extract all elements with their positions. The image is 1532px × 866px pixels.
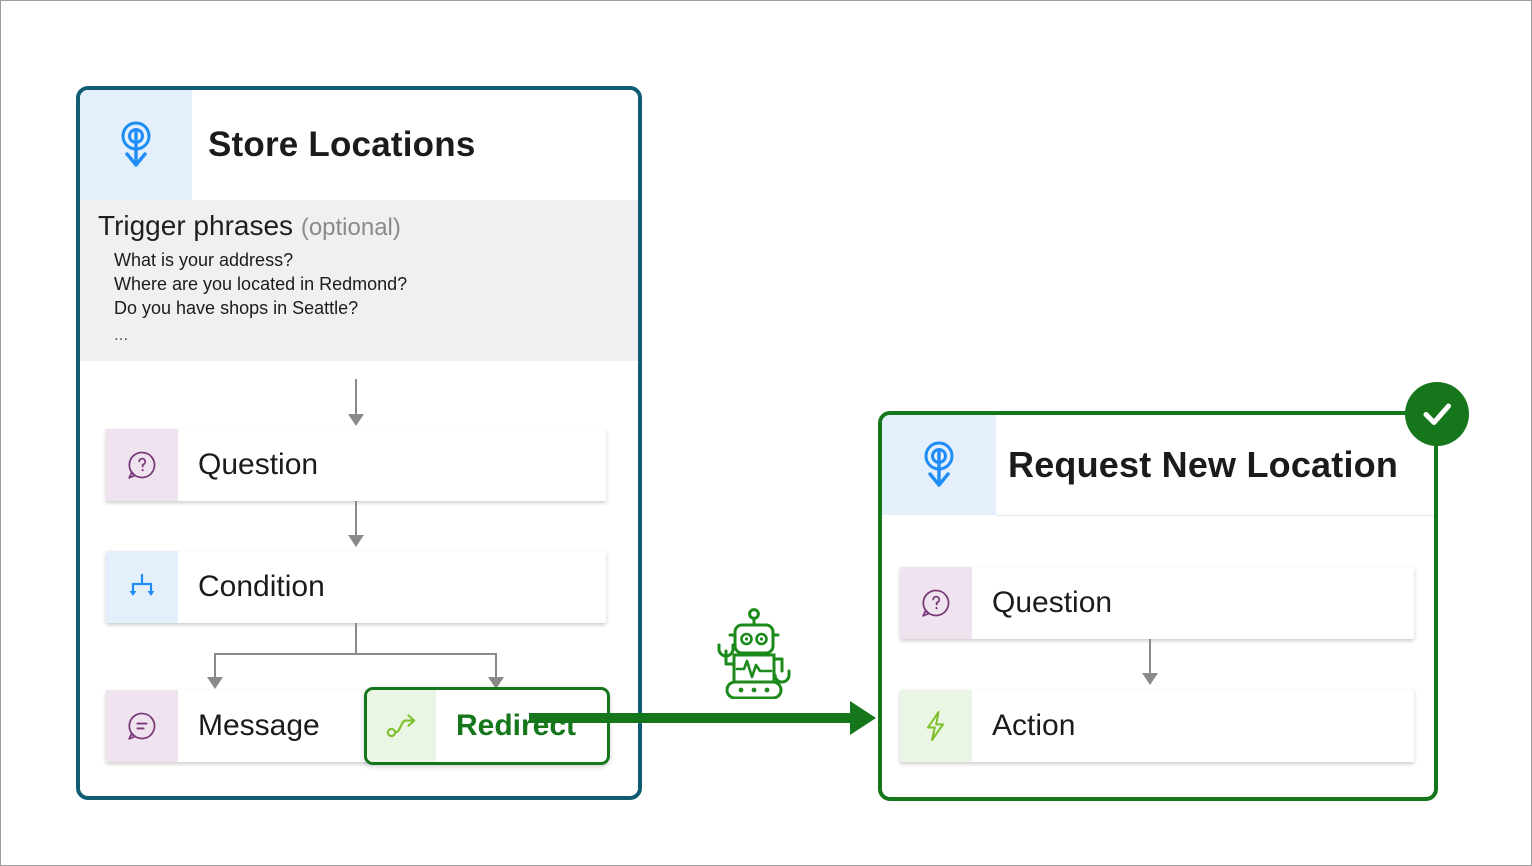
node-question[interactable]: Question bbox=[106, 429, 606, 501]
connector-question-to-action bbox=[1149, 639, 1151, 677]
redirect-path-icon bbox=[367, 690, 436, 762]
connector-condition-to-message bbox=[214, 653, 216, 681]
check-circle-badge bbox=[1405, 382, 1469, 446]
connector-condition-to-redirect bbox=[495, 653, 497, 681]
branch-condition-icon bbox=[106, 551, 178, 623]
node-label: Action bbox=[992, 709, 1076, 742]
connector-arrowhead bbox=[1142, 673, 1158, 685]
header-divider bbox=[996, 515, 1434, 516]
node-label: Condition bbox=[198, 570, 325, 603]
trigger-phrases-label: Trigger phrases bbox=[98, 210, 294, 241]
connector-question-to-condition bbox=[355, 501, 357, 539]
bot-robot-icon bbox=[713, 607, 795, 700]
node-label: Question bbox=[992, 586, 1113, 619]
node-action[interactable]: Action bbox=[900, 690, 1414, 762]
topic-trigger-icon bbox=[80, 90, 192, 200]
trigger-phrase-ellipsis: ... bbox=[114, 325, 129, 344]
topic-header: Request New Location bbox=[882, 415, 1434, 515]
trigger-phrases-section: Trigger phrases (optional) What is your … bbox=[80, 200, 638, 361]
topic-trigger-icon bbox=[882, 415, 996, 515]
node-condition[interactable]: Condition bbox=[106, 551, 606, 623]
redirect-connection-arrow bbox=[529, 713, 859, 723]
topic-panel-request-new-location[interactable]: Request New Location Question bbox=[878, 411, 1438, 801]
node-label: Redirect bbox=[456, 709, 577, 742]
node-label: Message bbox=[198, 709, 320, 742]
trigger-phrases-optional-label: (optional) bbox=[300, 214, 401, 241]
topic-panel-store-locations[interactable]: Store Locations Trigger phrases (optiona… bbox=[76, 86, 642, 800]
connector-arrowhead bbox=[488, 677, 504, 689]
connector-trigger-to-question bbox=[355, 379, 357, 418]
connector-arrowhead bbox=[348, 535, 364, 547]
trigger-phrases-list: What is your address? Where are you loca… bbox=[98, 248, 638, 347]
connector-arrowhead bbox=[348, 414, 364, 426]
connector-condition-stem bbox=[355, 623, 357, 653]
connector-arrowhead bbox=[207, 677, 223, 689]
message-bubble-icon bbox=[106, 690, 178, 762]
node-message[interactable]: Message bbox=[106, 690, 370, 762]
question-bubble-icon bbox=[900, 567, 972, 639]
trigger-phrase-item: Do you have shops in Seattle? bbox=[114, 298, 359, 318]
trigger-phrase-item: What is your address? bbox=[114, 250, 294, 270]
question-bubble-icon bbox=[106, 429, 178, 501]
trigger-phrase-item: Where are you located in Redmond? bbox=[114, 274, 408, 294]
node-label: Question bbox=[198, 448, 319, 481]
topic-title: Store Locations bbox=[208, 125, 476, 164]
redirect-connection-arrowhead bbox=[850, 701, 876, 735]
topic-header: Store Locations bbox=[80, 90, 638, 200]
node-redirect[interactable]: Redirect bbox=[364, 687, 610, 765]
action-bolt-icon bbox=[900, 690, 972, 762]
trigger-phrases-heading: Trigger phrases (optional) bbox=[98, 210, 638, 242]
connector-condition-split bbox=[214, 653, 497, 655]
topic-title: Request New Location bbox=[1008, 444, 1399, 485]
node-question[interactable]: Question bbox=[900, 567, 1414, 639]
